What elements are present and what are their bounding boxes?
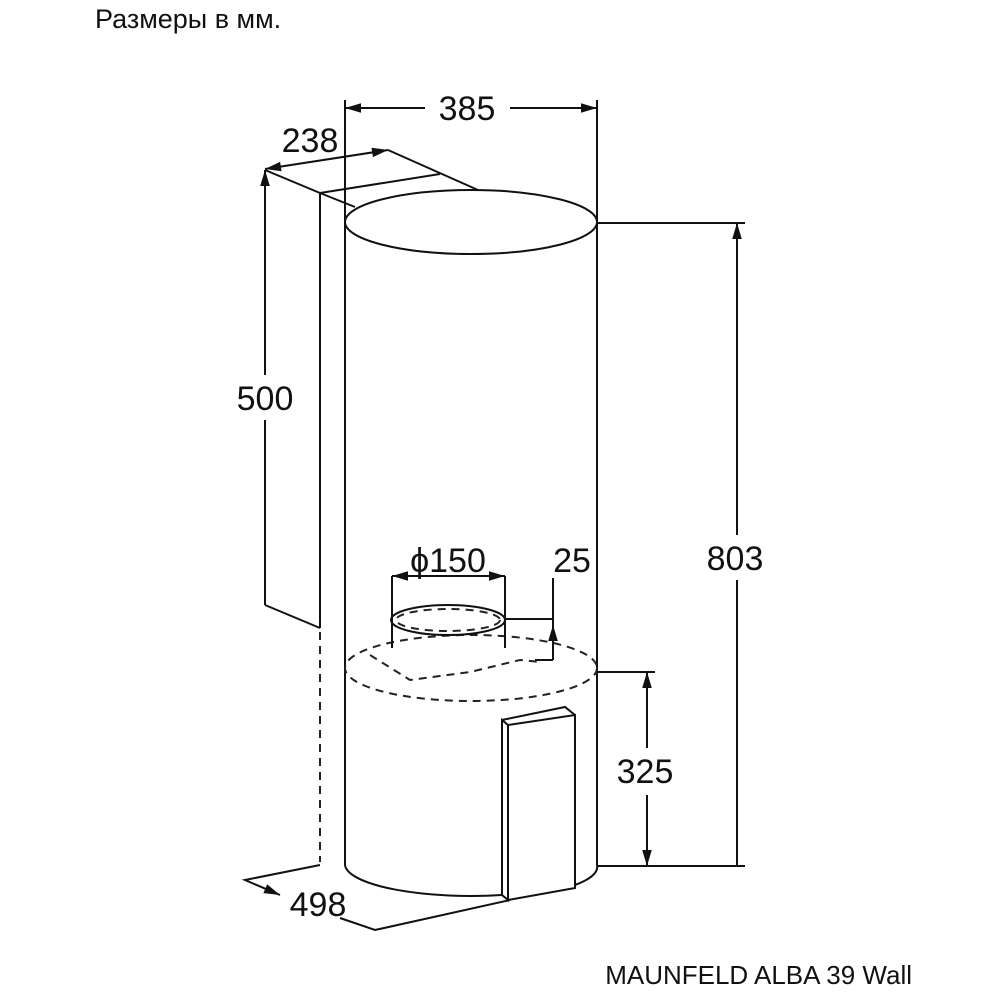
air-outlet	[369, 604, 541, 682]
dim-803: 803	[707, 540, 764, 578]
model-name: MAUNFELD ALBA 39 Wall	[605, 960, 912, 990]
dim-500: 500	[237, 380, 294, 418]
dim-385: 385	[439, 90, 496, 128]
dim-238: 238	[282, 122, 339, 160]
dim-325: 325	[617, 753, 674, 791]
units-caption: Размеры в мм.	[95, 4, 282, 34]
control-panel	[501, 705, 576, 903]
dim-498: 498	[290, 886, 347, 924]
dim-phi150: ϕ150	[410, 542, 486, 580]
dimension-lines	[241, 100, 745, 932]
dim-25: 25	[553, 542, 591, 580]
